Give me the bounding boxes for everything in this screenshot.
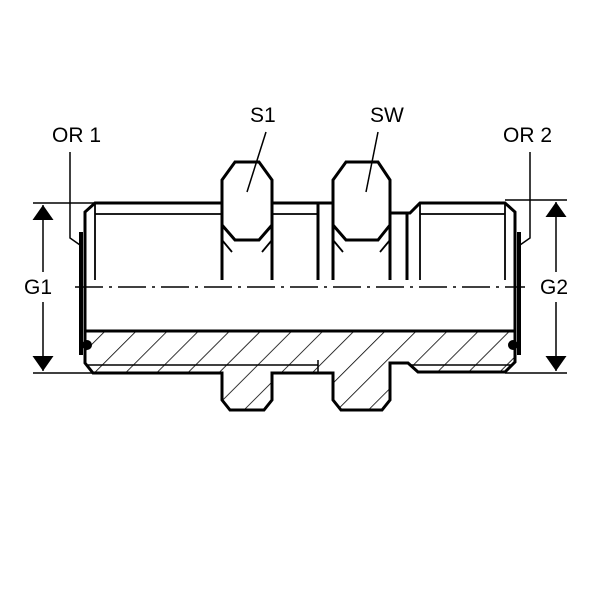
label-sw: SW <box>370 104 404 127</box>
body-outline <box>83 160 517 331</box>
label-or1: OR 1 <box>52 124 101 147</box>
label-or2: OR 2 <box>503 124 552 147</box>
section-hatch <box>83 329 517 412</box>
label-g1: G1 <box>24 276 52 299</box>
label-s1: S1 <box>250 104 276 127</box>
extension-lines <box>33 199 567 374</box>
label-g2: G2 <box>540 276 568 299</box>
o-ring-right-section <box>508 340 518 350</box>
o-ring-left-section <box>82 340 92 350</box>
leader-lines <box>69 131 531 246</box>
thread-lines <box>94 203 506 280</box>
